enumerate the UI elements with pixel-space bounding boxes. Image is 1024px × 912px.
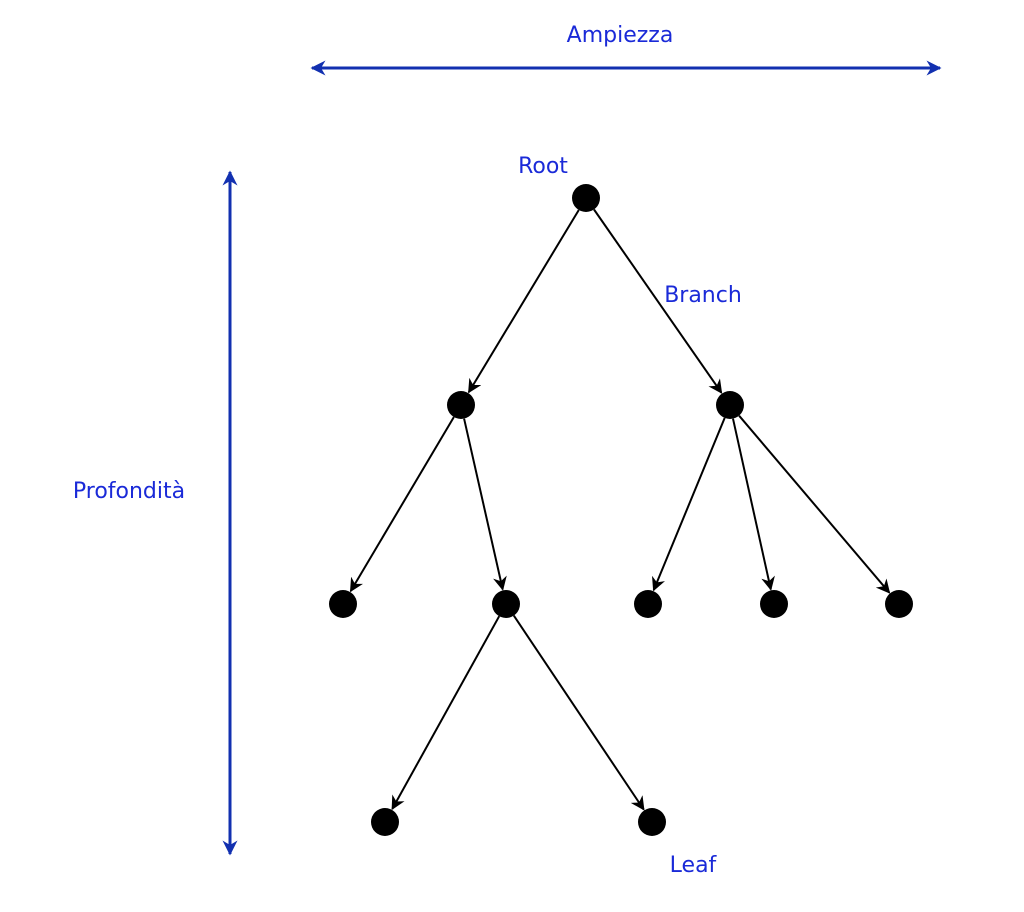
edge-b-b1 bbox=[652, 417, 726, 592]
node-a2x bbox=[371, 808, 399, 836]
node-b2 bbox=[760, 590, 788, 618]
node-b3 bbox=[885, 590, 913, 618]
edge-a-a1 bbox=[349, 416, 455, 593]
breadth-label: Ampiezza bbox=[567, 23, 674, 48]
node-root bbox=[572, 184, 600, 212]
edge-a-a2 bbox=[463, 418, 507, 591]
node-a1 bbox=[329, 590, 357, 618]
leaf-label: Leaf bbox=[670, 853, 718, 878]
branch-label: Branch bbox=[664, 283, 742, 308]
edge-a2-a2y bbox=[512, 615, 645, 811]
node-b bbox=[716, 391, 744, 419]
edge-root-a bbox=[467, 209, 580, 394]
node-b1 bbox=[634, 590, 662, 618]
edge-root-b bbox=[593, 208, 723, 394]
tree-nodes bbox=[329, 184, 913, 836]
edge-a2-a2x bbox=[391, 615, 501, 811]
depth-label: Profondità bbox=[73, 479, 185, 504]
tree-edges bbox=[349, 208, 891, 811]
node-a2y bbox=[638, 808, 666, 836]
edge-b-b3 bbox=[738, 415, 891, 594]
edge-b-b2 bbox=[732, 418, 775, 591]
node-a2 bbox=[492, 590, 520, 618]
node-a bbox=[447, 391, 475, 419]
root-label: Root bbox=[518, 154, 568, 179]
